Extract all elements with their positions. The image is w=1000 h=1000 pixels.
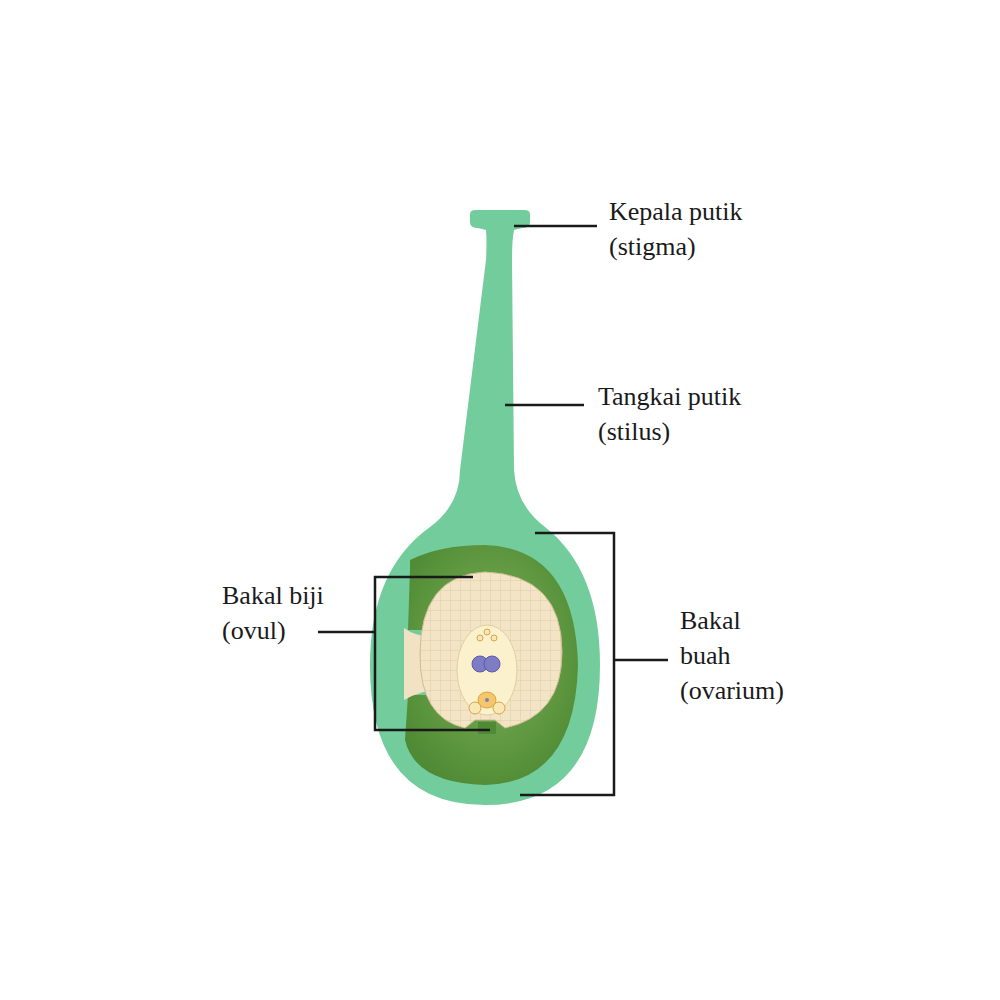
leader-line	[505, 404, 584, 407]
part-label: Tangkai putik (stilus)	[598, 379, 783, 449]
antipodal	[491, 635, 497, 641]
leader-line	[614, 659, 668, 662]
leader-line	[514, 225, 597, 228]
polar-nucleus	[484, 656, 500, 672]
ovule-integument	[420, 572, 562, 728]
ovule-bracket	[375, 577, 490, 730]
synergid	[469, 702, 481, 714]
embryo-sac	[457, 625, 517, 715]
part-label: Kepala putik (stigma)	[609, 194, 789, 264]
part-label: Bakal biji (ovul)	[222, 578, 362, 648]
egg-nucleus	[485, 698, 489, 702]
antipodal	[484, 629, 490, 635]
leader-line	[318, 631, 375, 634]
ovary-bracket	[520, 533, 614, 795]
ovary-cavity	[405, 545, 578, 785]
synergid	[493, 702, 505, 714]
part-label: Bakal buah (ovarium)	[680, 603, 790, 708]
antipodal	[477, 635, 483, 641]
micropyle	[478, 722, 496, 734]
pistil-body	[370, 210, 600, 805]
